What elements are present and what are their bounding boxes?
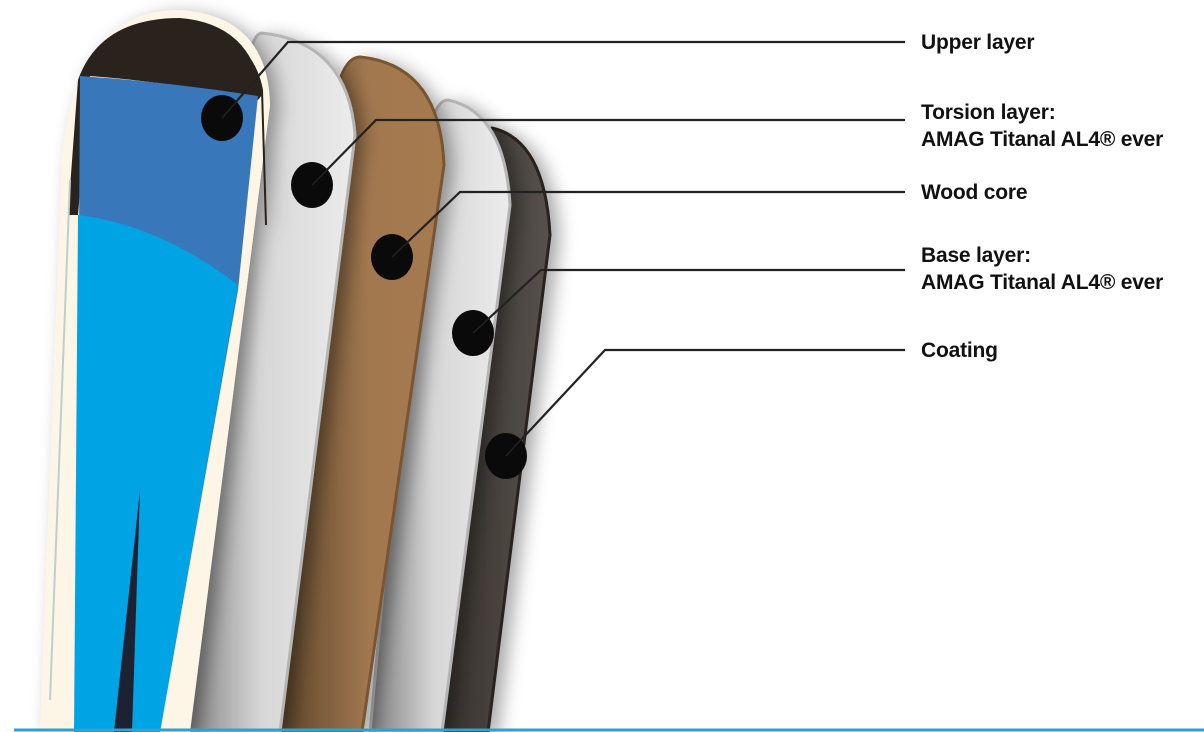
upper-layer [40, 10, 270, 732]
label-base-title: Base layer: [921, 244, 1031, 267]
label-base-layer: Base layer: AMAG Titanal AL4® ever [921, 242, 1163, 296]
label-torsion-title: Torsion layer: [921, 101, 1056, 124]
label-base-material: AMAG Titanal AL4® ever [921, 271, 1164, 294]
label-torsion-layer: Torsion layer: AMAG Titanal AL4® ever [921, 99, 1163, 153]
label-upper-layer: Upper layer [921, 31, 1035, 54]
callout-line-coating [505, 348, 905, 457]
label-torsion-material: AMAG Titanal AL4® ever [921, 128, 1164, 151]
label-coating: Coating [921, 339, 998, 362]
label-wood-core: Wood core [921, 181, 1028, 204]
